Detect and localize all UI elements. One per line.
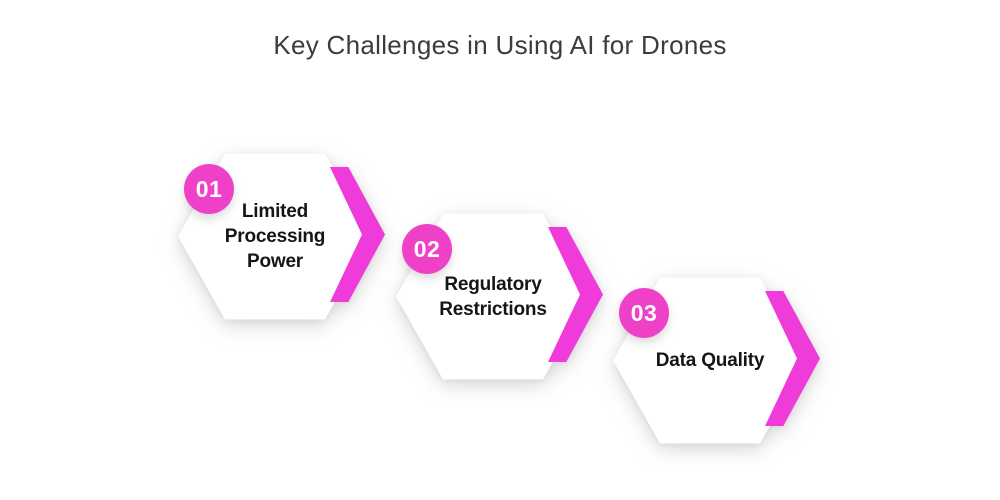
step-item-3: Data Quality 03: [613, 277, 838, 447]
step-2-label: Regulatory Restrictions: [439, 273, 547, 320]
step-3-number-badge: 03: [619, 288, 669, 338]
step-1-label: Limited Processing Power: [224, 201, 326, 272]
step-item-1: Limited Processing Power 01: [178, 153, 403, 323]
chevron-right-icon: [330, 167, 385, 302]
chevron-right-icon: [548, 227, 603, 362]
step-1-number-badge: 01: [184, 164, 234, 214]
step-item-2: Regulatory Restrictions 02: [396, 213, 621, 383]
chevron-right-icon: [765, 291, 820, 426]
diagram-title: Key Challenges in Using AI for Drones: [273, 30, 727, 60]
step-2-number-badge: 02: [402, 224, 452, 274]
step-3-label: Data Quality: [655, 350, 765, 371]
